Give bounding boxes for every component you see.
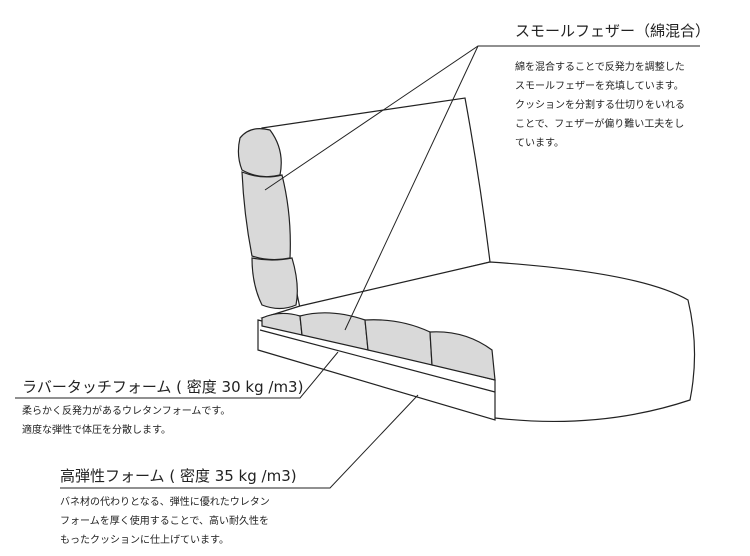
text-line: バネ材の代わりとなる、弾性に優れたウレタン <box>60 497 270 508</box>
feather-leader-to-seat <box>344 45 479 331</box>
text-line: ています。 <box>515 138 564 149</box>
back-segment <box>251 257 298 310</box>
text-line: クッションを分割する仕切りをいれる <box>515 100 685 111</box>
leader-lines <box>15 45 700 489</box>
back-cushion-segments <box>237 128 298 310</box>
seat-panel-edge <box>259 329 496 393</box>
highfoam-description: バネ材の代わりとなる、弾性に優れたウレタン フォームを厚く使用することで、高い耐… <box>60 493 270 550</box>
highfoam-title: 高弾性フォーム ( 密度 35 kg /m3) <box>60 467 297 485</box>
rubber-description: 柔らかく反発力があるウレタンフォームです。 適度な弾性で体圧を分散します。 <box>22 402 230 440</box>
text-line: 綿を混合することで反発力を調整した <box>515 62 685 73</box>
text-line: フォームを厚く使用することで、高い耐久性を <box>60 516 269 527</box>
rubber-leader <box>15 351 339 399</box>
text-line: 適度な弾性で体圧を分散します。 <box>22 425 171 436</box>
feather-title: スモールフェザー（綿混合） <box>515 22 711 40</box>
rubber-title: ラバータッチフォーム ( 密度 30 kg /m3) <box>22 378 304 396</box>
seat-segment <box>429 331 496 381</box>
back-segment <box>241 171 291 261</box>
highfoam-leader <box>60 394 419 489</box>
text-line: ことで、フェザーが偏り難い工夫をし <box>515 119 685 130</box>
seat-cushion-segments <box>261 312 496 381</box>
text-line: 柔らかく反発力があるウレタンフォームです。 <box>22 406 231 417</box>
feather-description: 綿を混合することで反発力を調整した スモールフェザーを充填しています。 クッショ… <box>515 58 685 153</box>
text-line: もったクッションに仕上げています。 <box>60 535 229 546</box>
text-line: スモールフェザーを充填しています。 <box>515 81 684 92</box>
